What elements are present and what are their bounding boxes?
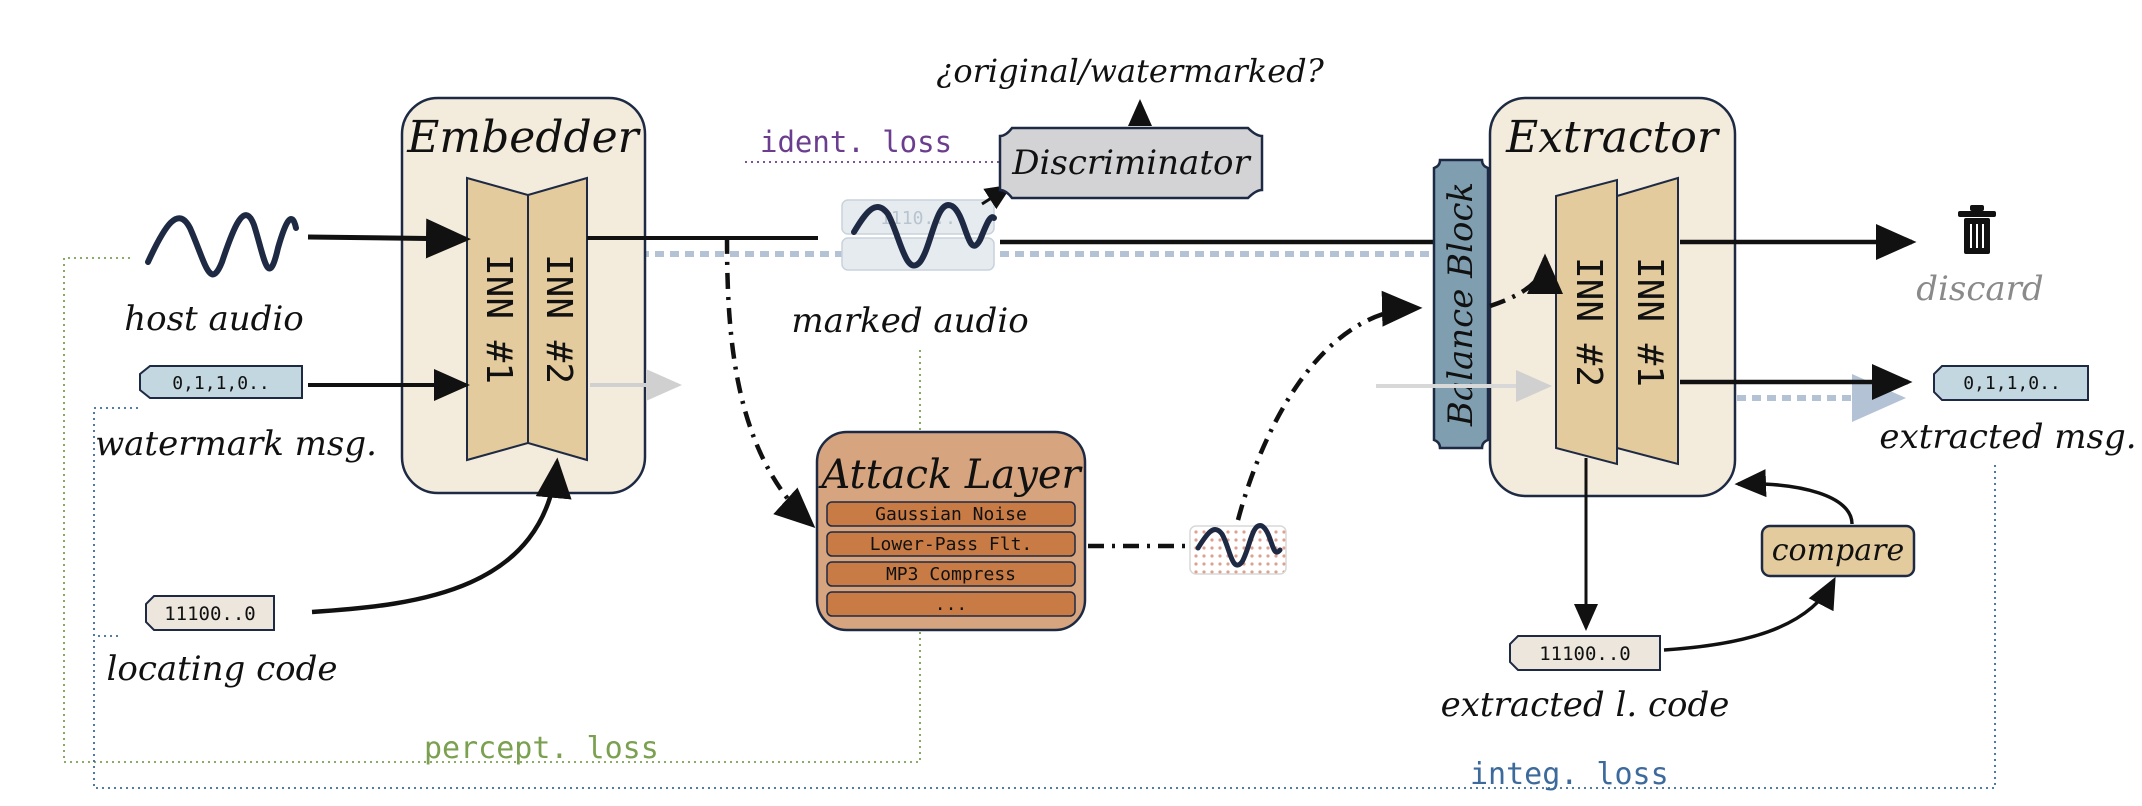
discriminator-output-label: ¿original/watermarked? (936, 52, 1324, 90)
embedder-inn1-label: INN #1 (478, 254, 519, 384)
percept-loss-loop (63, 257, 921, 763)
extractor-inn1-block (1616, 176, 1679, 466)
locating-code-arrow (311, 457, 572, 615)
to-attack-dashdot (724, 237, 816, 529)
discriminator-label: Discriminator (1011, 143, 1251, 183)
to-balance-dashdot (1235, 290, 1423, 521)
attacked-audio-noise (1189, 525, 1287, 575)
watermark-msg-value: 0,1,1,0.. (172, 373, 270, 394)
attack-item-more: ... (935, 594, 968, 615)
discard-label: discard (1916, 269, 2043, 309)
locating-code-value: 11100..0 (164, 603, 256, 625)
attack-items: Gaussian Noise Lower-Pass Flt. MP3 Compr… (826, 501, 1076, 617)
attacked-audio-waveform (1195, 523, 1283, 568)
discriminator-box (998, 126, 1264, 200)
extracted-msg-label: extracted msg. (1879, 417, 2136, 457)
host-audio-waveform (145, 212, 299, 278)
extractor-inn2-block (1555, 178, 1618, 466)
extracted-msg-tag (1933, 365, 2089, 401)
extracted-code-label: extracted l. code (1441, 685, 1730, 725)
ident-loss-label: ident. loss (760, 125, 952, 159)
balance-to-extractor-dashdot (1489, 253, 1563, 309)
attack-item-box (826, 531, 1076, 557)
marked-audio-waveform (851, 202, 997, 269)
attack-item-box (826, 561, 1076, 587)
compare-box (1760, 524, 1916, 578)
attack-item-box (826, 501, 1076, 527)
attack-layer-title: Attack Layer (817, 452, 1083, 498)
extracted-msg-value: 0,1,1,0.. (1963, 373, 2061, 394)
locating-code-tag (145, 595, 275, 631)
attack-item-lower-pass: Lower-Pass Flt. (870, 534, 1033, 555)
embedder-inn2-block (527, 176, 588, 462)
extractor-inn2-label: INN #2 (1568, 257, 1609, 387)
extractor-inn1-label: INN #1 (1629, 257, 1670, 387)
attack-item-mp3: MP3 Compress (886, 564, 1016, 585)
embedder-inn2-label: INN #2 (538, 254, 579, 384)
host-audio-arrow (307, 218, 471, 259)
compare-label: compare (1772, 533, 1905, 568)
embedder-title: Embedder (406, 112, 641, 163)
integ-loss-label: integ. loss (1470, 757, 1669, 792)
code-to-compare-arrow (1663, 576, 1836, 652)
extracted-code-tag (1509, 635, 1661, 671)
balance-block-label: Balance Block (1441, 182, 1481, 427)
balance-block (1432, 158, 1490, 450)
marked-audio-overlay-bottom (841, 237, 995, 271)
attack-item-box (826, 591, 1076, 617)
watermark-msg-label: watermark msg. (95, 424, 377, 464)
extracted-code-value: 11100..0 (1539, 643, 1631, 665)
compare-to-extractor-arrow (1734, 469, 1854, 525)
locating-code-label: locating code (106, 649, 337, 689)
trash-icon (1958, 205, 1996, 254)
extractor-title: Extractor (1505, 112, 1721, 163)
watermark-msg-tag (139, 365, 303, 399)
percept-loss-label: percept. loss (424, 731, 659, 766)
attack-item-gaussian-noise: Gaussian Noise (875, 504, 1027, 525)
marked-audio-label: marked audio (791, 301, 1028, 341)
host-audio-label: host audio (124, 299, 304, 339)
